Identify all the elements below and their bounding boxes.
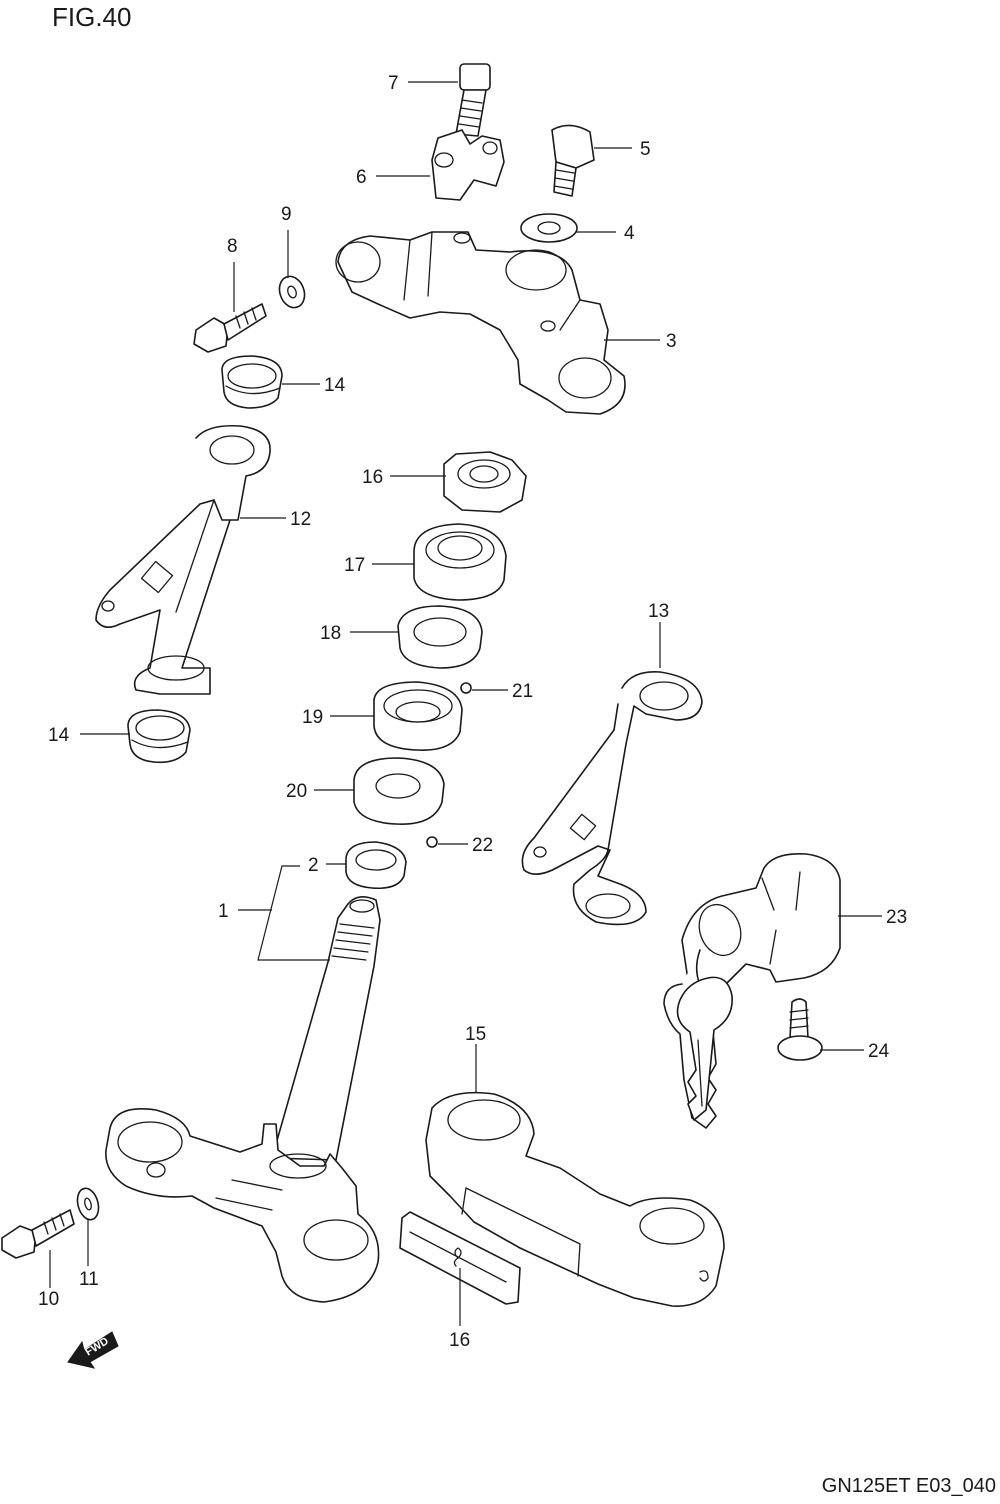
callout-1: 1 [218,901,229,922]
callout-5: 5 [640,139,651,160]
callout-25: 24 [868,1041,890,1062]
part-20-bearing-race [373,681,463,751]
part-15-lower-bracket-cover [425,1091,725,1307]
part-13-headlight-bracket [521,671,703,926]
part-11-washer [76,1187,100,1221]
callout-12: 12 [290,509,311,530]
part-2-seal [345,841,407,890]
callout-7: 7 [388,73,399,94]
part-14-bushing-lower [127,709,191,764]
callout-20: 19 [302,707,323,728]
callout-3: 3 [666,331,677,352]
callout-17: 16 [362,467,383,488]
part-18-dust-seal [413,523,507,601]
callout-23: 22 [472,835,493,856]
leader-lines [49,81,882,1326]
part-7-bolt [455,63,491,137]
callout-19: 18 [320,623,341,644]
callout-16: 16 [449,1330,470,1351]
part-9-washer [278,275,306,309]
callout-6: 6 [356,167,367,188]
callout-2: 2 [308,855,319,876]
callout-numbers: 7 6 5 4 3 8 9 14 12 16 17 18 21 19 20 22… [38,73,907,1351]
fwd-direction-arrow: FWD [67,1331,119,1369]
part-8-bolt [193,303,267,353]
callout-15: 15 [465,1024,486,1045]
callout-8: 8 [227,236,238,257]
part-12-headlight-bracket [95,424,271,695]
part-14-bushing-upper [221,355,283,409]
part-3-upper-bracket [335,231,626,415]
callout-14-lower: 14 [48,725,70,746]
callout-22: 21 [512,681,533,702]
part-5-bolt [551,124,595,197]
callout-11: 11 [79,1269,99,1290]
callout-14-upper: 14 [324,375,346,396]
part-16-emblem [399,1211,521,1305]
part-23-steel-ball [426,836,438,848]
callout-10: 10 [38,1289,59,1310]
part-17-steering-nut [443,451,527,513]
callout-24: 23 [886,907,907,928]
part-25-screw [777,998,823,1061]
part-19-bearing-race [397,605,483,669]
callout-13: 13 [648,601,669,622]
figure-title: FIG.40 [52,2,132,32]
callout-9: 9 [281,204,292,225]
callout-21: 20 [286,781,307,802]
part-21-bearing-race [353,757,445,825]
figure-code: GN125ET E03_040 [821,1475,996,1497]
part-24-ignition-switch [663,852,841,1129]
part-22-steel-ball [460,682,472,694]
part-6-clamp [431,129,505,201]
part-10-bolt [1,1209,75,1259]
callout-4: 4 [624,223,635,244]
part-4-washer [520,213,578,243]
callout-18: 17 [344,555,365,576]
part-1-steering-stem [105,896,381,1303]
